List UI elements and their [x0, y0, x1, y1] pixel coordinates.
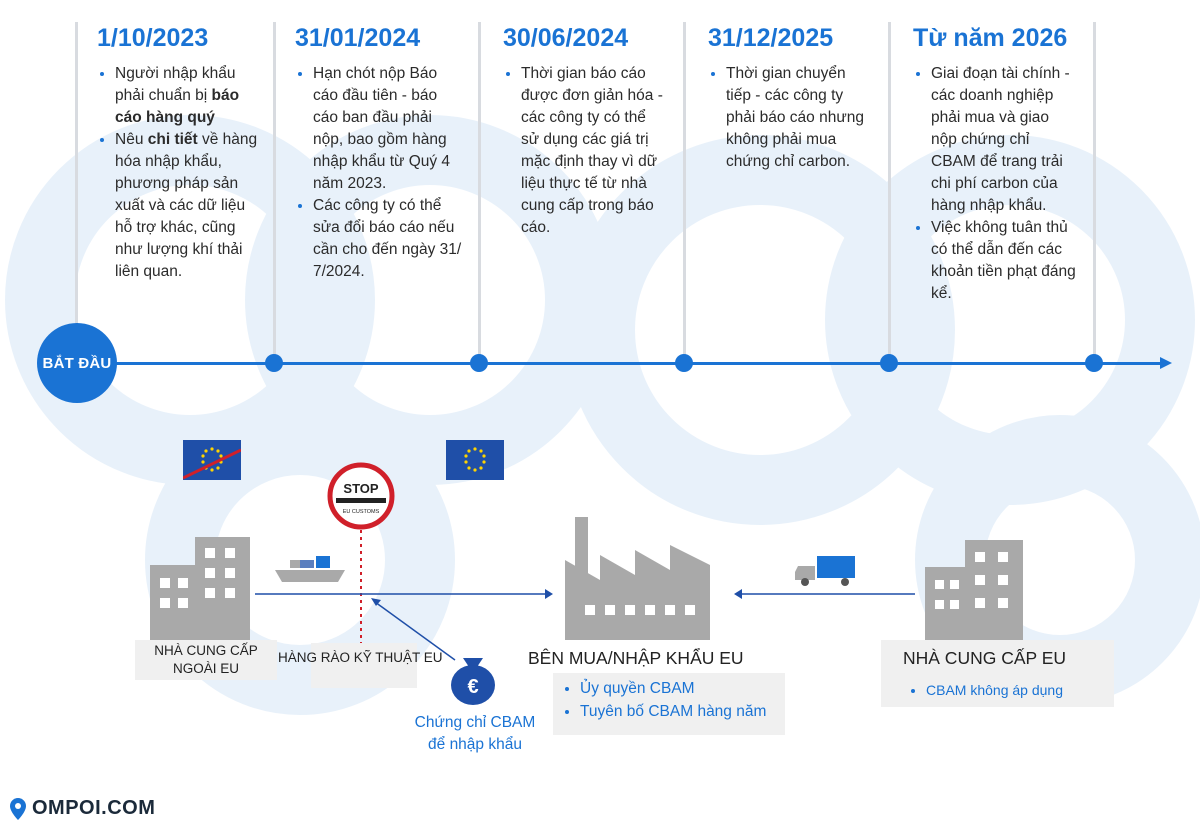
column-divider: [683, 22, 686, 362]
bullet-item: Nêu chi tiết về hàng hóa nhập khẩu, phươ…: [100, 129, 262, 283]
milestone-bullets: Người nhập khẩu phải chuẩn bị báo cáo hà…: [97, 63, 262, 283]
eu-flag-crossed-icon: [183, 440, 241, 480]
location-pin-icon: [10, 797, 26, 820]
bullet-item: Giai đoạn tài chính - các doanh nghiệp p…: [916, 63, 1078, 217]
timeline-dot: [880, 354, 898, 372]
supplier-building-icon: [150, 537, 250, 640]
milestone-date: Từ năm 2026: [913, 24, 1068, 52]
timeline-column-4: 31/12/2025 Thời gian chuyển tiếp - các c…: [708, 24, 868, 173]
milestone-bullets: Giai đoạn tài chính - các doanh nghiệp p…: [913, 63, 1078, 305]
column-divider: [478, 22, 481, 362]
eu-importer-item: Tuyên bố CBAM hàng năm: [580, 700, 766, 723]
column-divider: [273, 22, 276, 362]
stop-sign-text: STOP: [343, 481, 378, 496]
eu-importer-item: Ủy quyền CBAM: [580, 677, 766, 700]
milestone-bullets: Thời gian chuyển tiếp - các công ty phải…: [708, 63, 868, 173]
stop-sign-icon: [327, 462, 395, 530]
factory-icon: [565, 517, 710, 640]
milestone-date: 31/01/2024: [295, 24, 421, 52]
euro-symbol: €: [467, 676, 478, 698]
eu-importer-box: [553, 673, 785, 735]
stop-sign-subtext: EU CUSTOMS: [343, 509, 380, 515]
eu-supplier-building-icon: [925, 540, 1023, 640]
start-label: BẮT ĐẦU: [42, 354, 112, 372]
timeline-dot: [470, 354, 488, 372]
timeline-dot: [265, 354, 283, 372]
timeline-column-1: 1/10/2023 Người nhập khẩu phải chuẩn bị …: [97, 24, 262, 283]
timeline-column-5: Từ năm 2026 Giai đoạn tài chính - các do…: [913, 24, 1078, 305]
milestone-bullets: Hạn chót nộp Báo cáo đầu tiên - báo cáo …: [295, 63, 465, 283]
cargo-ship-icon: [275, 556, 345, 582]
eu-supplier-box: [881, 640, 1114, 707]
column-divider: [75, 22, 78, 362]
milestone-date: 30/06/2024: [503, 24, 629, 52]
money-bag-icon: [451, 658, 495, 705]
timeline-dot: [675, 354, 693, 372]
cbam-certificate-label: Chứng chỉ CBAM để nhập khẩu: [414, 714, 536, 753]
eu-border-label: [311, 643, 417, 688]
column-divider: [888, 22, 891, 362]
bullet-item: Các công ty có thể sửa đổi báo cáo nếu c…: [298, 195, 465, 283]
milestone-bullets: Thời gian báo cáo được đơn giản hóa - cá…: [503, 63, 668, 239]
eu-importer-list: Ủy quyền CBAM Tuyên bố CBAM hàng năm: [562, 677, 766, 723]
timeline-arrow-head: [1160, 357, 1172, 369]
timeline-axis: [100, 362, 1165, 365]
bullet-item: Hạn chót nộp Báo cáo đầu tiên - báo cáo …: [298, 63, 465, 195]
eu-supplier-title: NHÀ CUNG CẤP EU: [903, 648, 1067, 668]
non-eu-supplier-label: NHÀ CUNG CẤP NGOÀI EU: [135, 640, 277, 680]
eu-flag-icon: [446, 440, 504, 480]
brand-logo: OMPOI.COM: [10, 797, 155, 820]
timeline-column-3: 30/06/2024 Thời gian báo cáo được đơn gi…: [503, 24, 668, 239]
eu-supplier-item: CBAM không áp dụng: [926, 680, 1063, 700]
column-divider: [1093, 22, 1096, 362]
eu-supplier-list: CBAM không áp dụng: [908, 680, 1063, 700]
eu-importer-title: BÊN MUA/NHẬP KHẨU EU: [528, 648, 744, 668]
brand-name: OMPOI.COM: [32, 797, 156, 819]
start-marker: BẮT ĐẦU: [37, 323, 117, 403]
eu-border-label-text: HÀNG RÀO KỸ THUẬT EU: [278, 650, 443, 665]
timeline-dot: [1085, 354, 1103, 372]
bullet-item: Thời gian báo cáo được đơn giản hóa - cá…: [506, 63, 668, 239]
bullet-item: Người nhập khẩu phải chuẩn bị báo cáo hà…: [100, 63, 262, 129]
truck-icon: [795, 556, 855, 586]
milestone-date: 31/12/2025: [708, 24, 834, 52]
bullet-item: Việc không tuân thủ có thể dẫn đến các k…: [916, 217, 1078, 305]
timeline-column-2: 31/01/2024 Hạn chót nộp Báo cáo đầu tiên…: [295, 24, 465, 283]
milestone-date: 1/10/2023: [97, 24, 209, 52]
certificate-arrow: [374, 601, 456, 661]
bullet-item: Thời gian chuyển tiếp - các công ty phải…: [711, 63, 868, 173]
